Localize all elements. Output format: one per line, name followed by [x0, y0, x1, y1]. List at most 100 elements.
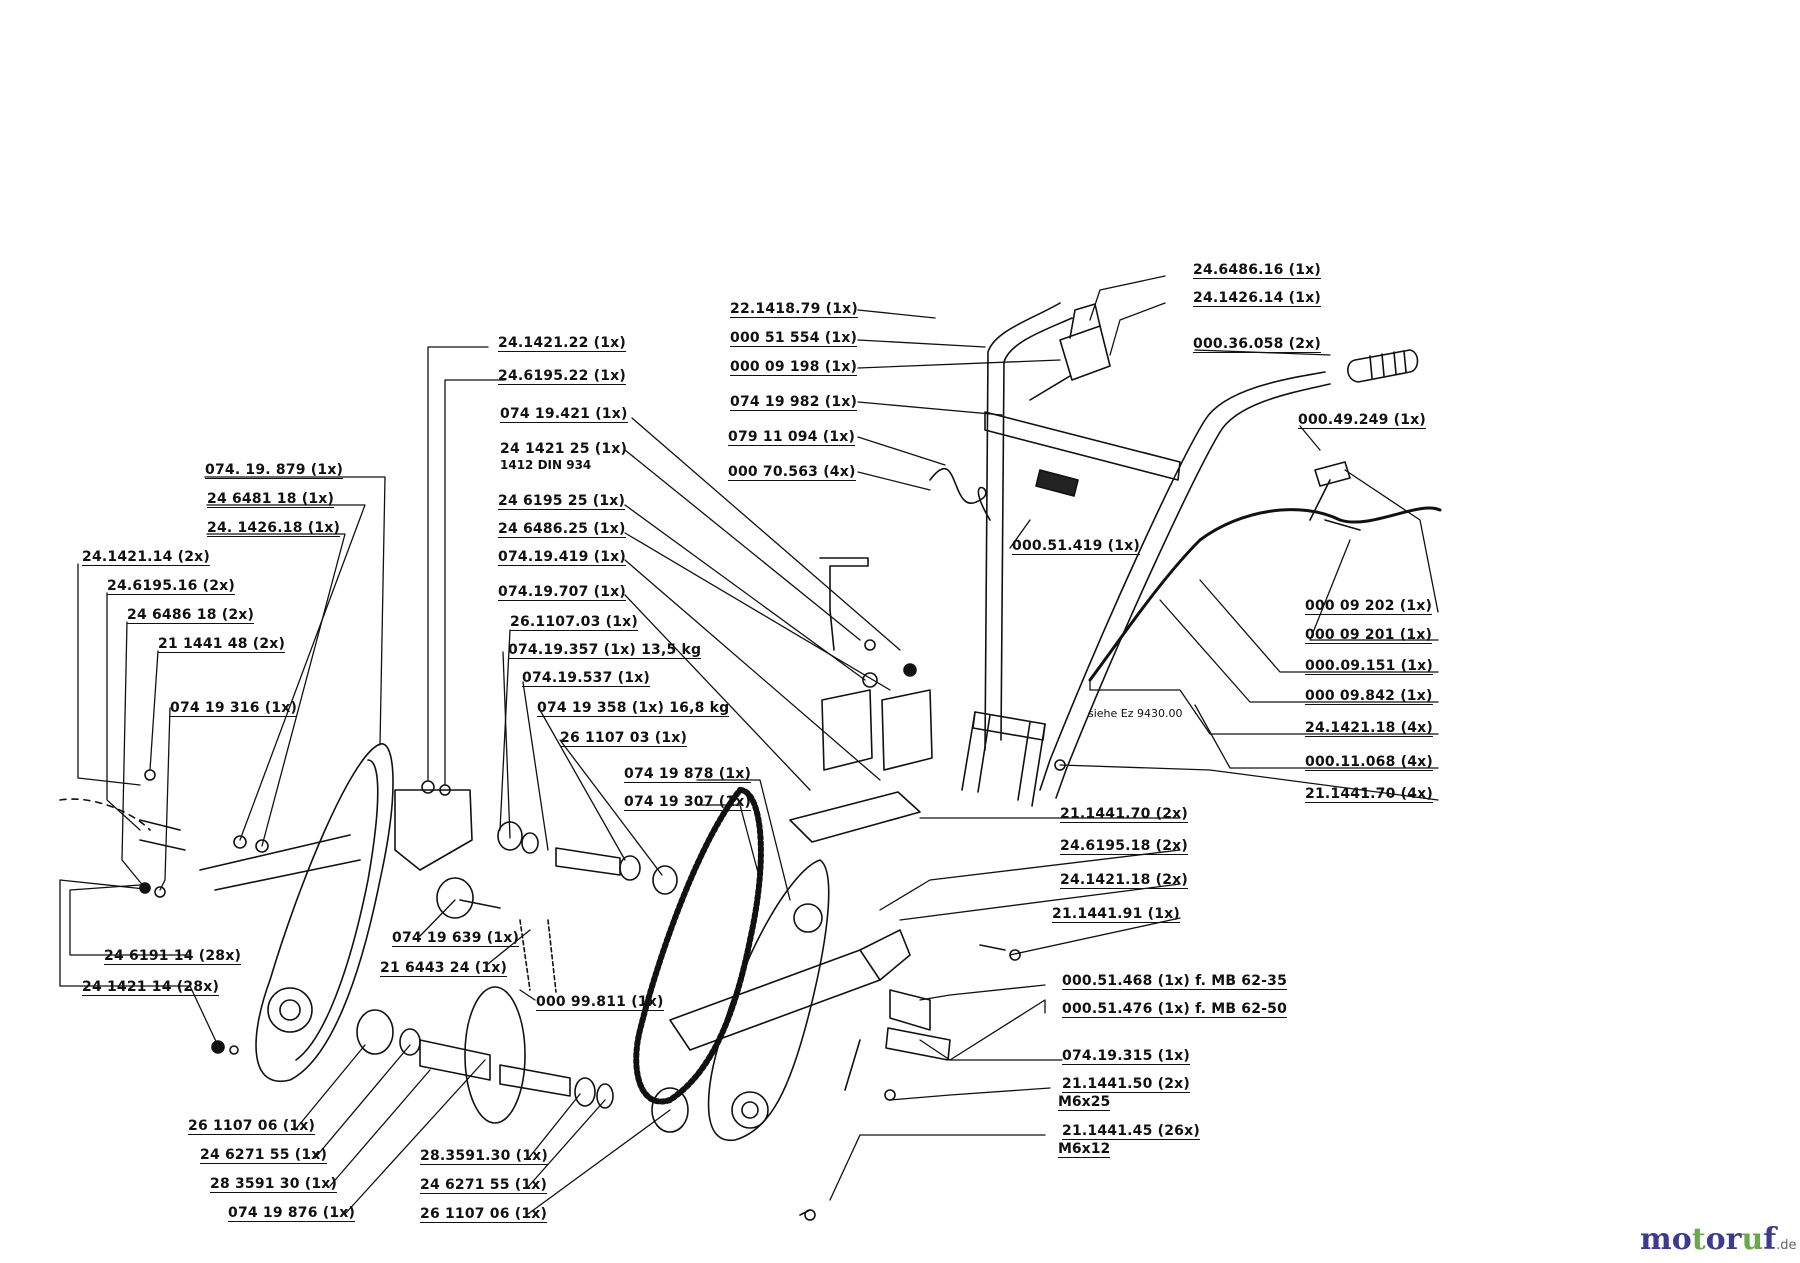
- left-handle-tube: [984, 302, 1061, 751]
- label-26-1107-06-a: 26 1107 06 (1x): [188, 1118, 316, 1135]
- label-24-6486-16: 24.6486.16 (1x): [1193, 262, 1322, 279]
- logo-tld-text: .de: [1776, 1238, 1797, 1253]
- label-000-51-468: 000.51.468 (1x) f. MB 62-35: [1062, 973, 1288, 990]
- label-074-19-707: 074.19.707 (1x): [498, 584, 627, 601]
- label-24-6271-55-b: 24 6271 55 (1x): [420, 1177, 548, 1194]
- handle-base-plate: [972, 711, 1046, 741]
- label-24-6271-55-a: 24 6271 55 (1x): [200, 1147, 328, 1164]
- chain-case-left-housing: [255, 743, 394, 1083]
- bowden-cable-right: [1088, 506, 1442, 682]
- axle-shaft-short: [555, 847, 621, 876]
- label-siehe-reference: siehe Ez 9430.00: [1088, 707, 1183, 720]
- bracket-plate-left: [821, 689, 873, 771]
- right-handle-tube: [1039, 371, 1326, 791]
- label-24-6195-22: 24.6195.22 (1x): [498, 368, 627, 385]
- label-074-19-878: 074 19 878 (1x): [624, 766, 752, 783]
- flange-plate: [199, 834, 361, 891]
- label-24-6481-18: 24 6481 18 (1x): [207, 491, 335, 508]
- label-24-1426-18: 24. 1426.18 (1x): [207, 520, 341, 537]
- label-074-19-421: 074 19.421 (1x): [500, 406, 628, 423]
- sprocket-hub-right: [651, 1087, 689, 1133]
- label-24-6191-14: 24 6191 14 (28x): [104, 948, 242, 965]
- center-bracket-assembly: [789, 557, 933, 843]
- handle-crossbar: [984, 411, 1181, 481]
- label-000-70-563: 000 70.563 (4x): [728, 464, 856, 481]
- label-24-1421-18-2x: 24.1421.18 (2x): [1060, 872, 1189, 889]
- label-000-36-058: 000.36.058 (2x): [1193, 336, 1322, 353]
- lever-rod-icon: [819, 557, 869, 611]
- label-079-11-094: 079 11 094 (1x): [728, 429, 856, 446]
- label-000-09-201: 000 09 201 (1x): [1305, 627, 1433, 644]
- label-24-1426-14: 24.1426.14 (1x): [1193, 290, 1322, 307]
- label-24-6195-25: 24 6195 25 (1x): [498, 493, 626, 510]
- label-000-51-476: 000.51.476 (1x) f. MB 62-50: [1062, 1001, 1288, 1018]
- bushing-icon: [436, 877, 474, 919]
- label-074-19-315-right: 074.19.315 (1x): [1062, 1048, 1191, 1065]
- label-21-1441-70-2x: 21.1441.70 (2x): [1060, 806, 1189, 823]
- label-24-1421-18-4x: 24.1421.18 (4x): [1305, 720, 1434, 737]
- label-074-19-639: 074 19 639 (1x): [392, 930, 520, 947]
- label-000-99-811: 000 99.811 (1x): [536, 994, 664, 1011]
- label-28-3591-30-a: 28 3591 30 (1x): [210, 1176, 338, 1193]
- label-074-19-879: 074. 19. 879 (1x): [205, 462, 344, 479]
- label-000-11-068: 000.11.068 (4x): [1305, 754, 1434, 771]
- label-000-09-198: 000 09 198 (1x): [730, 359, 858, 376]
- label-21-1441-48: 21 1441 48 (2x): [158, 636, 286, 653]
- label-m6x12: M6x12: [1058, 1141, 1111, 1158]
- label-000-49-249: 000.49.249 (1x): [1298, 412, 1427, 429]
- label-1412-din-934: 1412 DIN 934: [500, 458, 592, 472]
- label-21-6443-24: 21 6443 24 (1x): [380, 960, 508, 977]
- chain-case-right-housing: [707, 859, 830, 1141]
- label-24-1421-22: 24.1421.22 (1x): [498, 335, 627, 352]
- label-074-19-876: 074 19 876 (1x): [228, 1205, 356, 1222]
- label-22-1418-79: 22.1418.79 (1x): [730, 301, 859, 318]
- decal-plate-icon: [889, 989, 931, 1031]
- label-074-19-537: 074.19.537 (1x): [522, 670, 651, 687]
- label-26-1107-03-a: 26.1107.03 (1x): [510, 614, 639, 631]
- label-26-1107-06-b: 26 1107 06 (1x): [420, 1206, 548, 1223]
- logo-brand-text: motoruf: [1640, 1222, 1777, 1257]
- sprocket-hub-left: [356, 1009, 394, 1055]
- label-074-19-316: 074 19 316 (1x): [170, 700, 298, 717]
- motoruf-logo: motoruf.de: [1640, 1222, 1797, 1257]
- left-chain-case: [59, 743, 501, 1083]
- frame-beam: [669, 949, 881, 1051]
- label-24-6486-25: 24 6486.25 (1x): [498, 521, 626, 538]
- label-21-1441-91: 21.1441.91 (1x): [1052, 906, 1181, 923]
- label-000-51-419: 000.51.419 (1x): [1012, 538, 1141, 555]
- handle-grip-icon: [1347, 349, 1419, 383]
- bracket-plate-right: [881, 689, 933, 771]
- label-21-1441-50: 21.1441.50 (2x): [1062, 1076, 1191, 1093]
- main-axle: [419, 1039, 491, 1081]
- decal-label-icon: [1035, 469, 1079, 497]
- label-21-1441-45: 21.1441.45 (26x): [1062, 1123, 1200, 1140]
- bowden-cable-left: [929, 467, 991, 521]
- label-24-1421-14-2x: 24.1421.14 (2x): [82, 549, 211, 566]
- spring-icon: [519, 919, 557, 993]
- label-24-1421-25: 24 1421 25 (1x): [500, 441, 628, 457]
- label-28-3591-30-b: 28.3591.30 (1x): [420, 1148, 549, 1165]
- label-074-19-982: 074 19 982 (1x): [730, 394, 858, 411]
- label-24-6195-16: 24.6195.16 (2x): [107, 578, 236, 595]
- label-000-09-151: 000.09.151 (1x): [1305, 658, 1434, 675]
- clutch-lever-icon: [1059, 325, 1111, 381]
- drive-disc: [464, 986, 526, 1124]
- label-074-19-357: 074.19.357 (1x) 13,5 kg: [508, 642, 702, 659]
- label-26-1107-03-b: 26 1107 03 (1x): [560, 730, 688, 747]
- label-000-51-554: 000 51 554 (1x): [730, 330, 858, 347]
- label-m6x25: M6x25: [1058, 1094, 1111, 1111]
- label-24-6195-18: 24.6195.18 (2x): [1060, 838, 1189, 855]
- label-24-6486-18: 24 6486 18 (2x): [127, 607, 255, 624]
- label-074-19-307: 074 19 307 (1x): [624, 794, 752, 811]
- label-000-09-842: 000 09.842 (1x): [1305, 688, 1433, 705]
- right-chain-case: [633, 787, 1021, 1221]
- axle-assembly: [356, 821, 689, 1133]
- gearbox-bracket: [394, 789, 473, 871]
- label-074-19-358: 074 19 358 (1x) 16,8 kg: [537, 700, 730, 717]
- throttle-lever-icon: [1314, 461, 1351, 487]
- label-21-1441-70-4x: 21.1441.70 (4x): [1305, 786, 1434, 803]
- drive-chain-icon: [633, 787, 764, 1105]
- label-24-1421-14-28x: 24 1421 14 (28x): [82, 979, 220, 996]
